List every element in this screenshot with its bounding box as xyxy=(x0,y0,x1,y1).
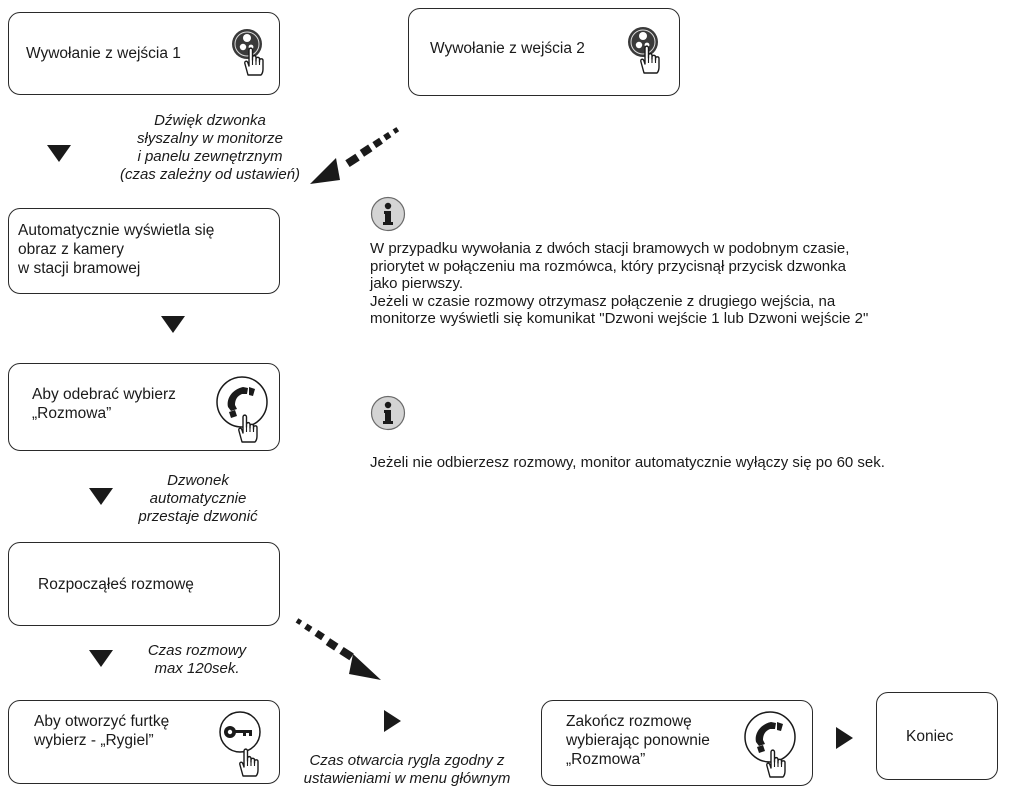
unlock-time-note: Czas otwarcia rygla zgodny z ustawieniam… xyxy=(303,752,511,787)
key-lock-button-icon xyxy=(219,711,261,777)
auto-camera-label: Automatycznie wyświetla się obraz z kame… xyxy=(18,222,215,277)
open-gate-label: Aby otworzyć furtkę wybierz - „Rygiel” xyxy=(34,713,170,749)
flow-arrow-down xyxy=(89,488,113,505)
flow-arrow-down xyxy=(47,145,71,162)
stop-ring-note: Dzwonek automatycznie przestaje dzwonić xyxy=(138,472,258,525)
talk-time-note: Czas rozmowy max 120sek. xyxy=(147,642,247,677)
auto-camera-box xyxy=(8,208,280,294)
doorbell-press-icon xyxy=(232,29,264,76)
handset-button-icon xyxy=(744,711,796,778)
handset-button-icon xyxy=(216,376,268,443)
answer-label: Aby odebrać wybierz „Rozmowa” xyxy=(32,386,176,422)
priority-info-text: W przypadku wywołania z dwóch stacji bra… xyxy=(370,240,869,327)
flow-arrow-down xyxy=(89,650,113,667)
call-started-box xyxy=(8,542,280,626)
dashed-arrow-from-entrance-2 xyxy=(310,127,400,184)
call-entrance-1-box xyxy=(8,12,280,95)
flow-arrow-right xyxy=(836,727,853,749)
ringtone-note: Dźwięk dzwonka słyszalny w monitorze i p… xyxy=(119,112,301,183)
doorbell-press-icon xyxy=(628,27,660,74)
flow-arrow-down xyxy=(161,316,185,333)
call-entrance-2-label: Wywołanie z wejścia 2 xyxy=(430,40,585,57)
timeout-info-text: Jeżeli nie odbierzesz rozmowy, monitor a… xyxy=(370,454,885,471)
info-icon xyxy=(370,196,406,232)
flow-arrow-right xyxy=(384,710,401,732)
call-started-label: Rozpocząłeś rozmowę xyxy=(38,576,194,593)
end-call-label: Zakończ rozmowę wybierając ponownie „Roz… xyxy=(566,713,710,768)
info-icon xyxy=(370,395,406,431)
dashed-arrow-to-end-call xyxy=(295,618,381,680)
end-box xyxy=(876,692,998,780)
end-label: Koniec xyxy=(906,728,954,745)
call-entrance-1-label: Wywołanie z wejścia 1 xyxy=(26,45,181,62)
